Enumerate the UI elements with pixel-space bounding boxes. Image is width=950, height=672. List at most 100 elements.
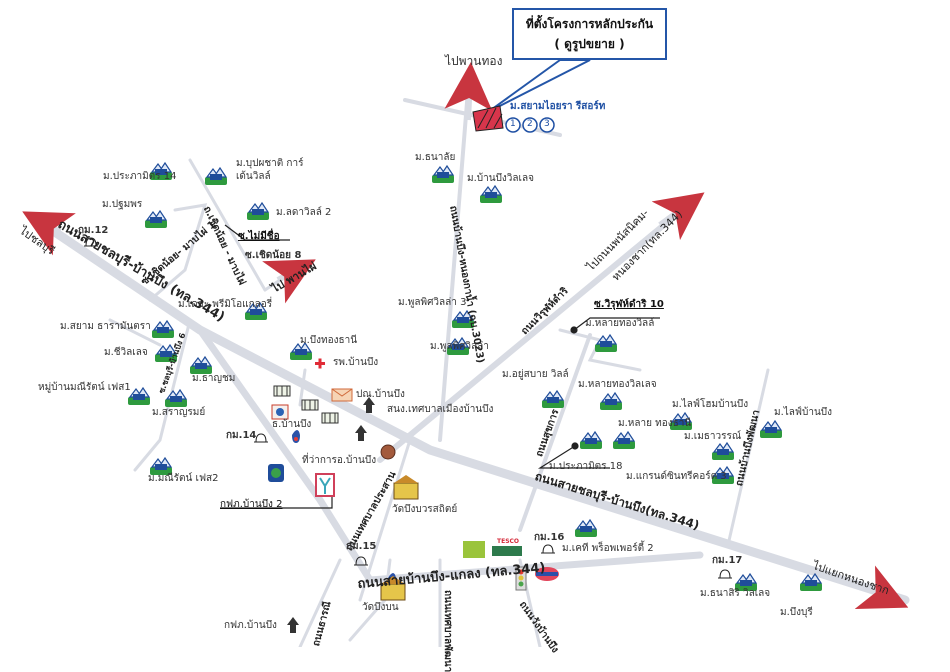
tesco-lotus-icon[interactable]: TESCO: [463, 538, 522, 558]
project-marker-3[interactable]: [539, 117, 555, 133]
temple-icon[interactable]: [380, 576, 406, 601]
road-soi-west: [108, 318, 162, 347]
house-icon[interactable]: [670, 411, 693, 430]
road-sukkharat: [518, 333, 592, 532]
village-label: ม.เมธาวรรณ์: [684, 431, 742, 442]
km-15-label: กม.15: [346, 541, 377, 552]
garuda-icon[interactable]: [363, 397, 375, 413]
village-icons: [128, 161, 823, 591]
house-icon[interactable]: [245, 301, 268, 320]
village-label: ม.ไลฟ์บ้านบึง: [774, 407, 833, 418]
bank-logo-icon[interactable]: [271, 404, 289, 420]
arrow-west-chonburi: [22, 211, 76, 256]
km-post-icon: [84, 237, 98, 247]
house-icon[interactable]: [580, 430, 603, 449]
road-hospital-soi: [298, 368, 307, 407]
project-marker-1-label: 1: [510, 119, 516, 129]
village-label: ม.มณีรัตน์ เฟส2: [148, 473, 219, 484]
gas-station-icon[interactable]: [292, 430, 300, 443]
village-label: ม.พูลพิศวิลล่า: [430, 341, 489, 352]
temple-icon[interactable]: [393, 475, 419, 500]
village-label: ม.เคที พร็อพเพอร์ตี้ 2: [562, 543, 654, 554]
house-icon[interactable]: [613, 430, 636, 449]
house-icon[interactable]: [290, 341, 313, 360]
project-site: [472, 105, 555, 133]
village-label: ม.ปฐมพร: [102, 199, 143, 210]
house-icon[interactable]: [712, 441, 735, 460]
road-to-panthong: [438, 88, 470, 442]
project-callout: ที่ตั้งโครงการหลักประกัน ( ดูรูปขยาย ): [512, 8, 667, 60]
landmark-label-hospital: รพ.บ้านบึง: [333, 357, 379, 368]
road-chonburi-banbueng: [35, 217, 910, 605]
bank-icon[interactable]: [301, 399, 319, 411]
house-icon[interactable]: [800, 572, 823, 591]
house-icon[interactable]: [595, 333, 618, 352]
callout-subtitle: ( ดูรูปขยาย ): [554, 37, 625, 51]
svg-text:TESCO: TESCO: [497, 538, 519, 545]
road-label-thetsaban-pattana: ถนนเทศบาลพัฒนา: [442, 590, 453, 672]
landmark-icons: TESCO: [84, 237, 732, 633]
callout-pointer: [487, 59, 591, 113]
project-marker-1[interactable]: [505, 117, 521, 133]
house-icon[interactable]: [480, 184, 503, 203]
roundabout-icon[interactable]: [380, 444, 396, 460]
project-marker-2[interactable]: [522, 117, 538, 133]
house-icon[interactable]: [247, 201, 270, 220]
house-icon[interactable]: [190, 355, 213, 374]
village-label: ม.ประภามิตร 18: [549, 461, 623, 472]
house-icon[interactable]: [542, 389, 565, 408]
garuda-icon[interactable]: [355, 425, 367, 441]
post-office-icon[interactable]: [331, 388, 353, 402]
house-icon[interactable]: [152, 319, 175, 338]
road-uthai: [298, 558, 342, 647]
pea-icon[interactable]: [315, 473, 335, 497]
house-icon[interactable]: [128, 386, 151, 405]
house-icon[interactable]: [452, 309, 475, 328]
village-label: ม.แกรนด์ซินทรีคอร์ต 3: [626, 471, 727, 482]
house-icon[interactable]: [760, 419, 783, 438]
village-label: ม.หลายทองวิลเลจ: [578, 379, 657, 390]
house-icon[interactable]: [145, 209, 168, 228]
landmark-label-post-office: ปณ.บ้านบึง: [356, 389, 405, 400]
village-label: ม.พูลพิศวิลล่า 3: [398, 297, 467, 308]
village-label: ม.หลายทองวิลล์: [585, 318, 655, 329]
callout-title: ที่ตั้งโครงการหลักประกัน: [525, 17, 654, 31]
village-label: ม.อยู่สบาย วิลล์: [502, 369, 569, 380]
arrow-mabphai: [262, 259, 316, 304]
house-icon[interactable]: [575, 518, 598, 537]
village-label: ม.บึงทองธานี: [300, 335, 358, 346]
house-icon[interactable]: [447, 336, 470, 355]
house-icon[interactable]: [155, 343, 178, 362]
house-icon[interactable]: [205, 166, 228, 185]
km-16-label: กม.16: [534, 532, 565, 543]
km-post-icon: [254, 433, 268, 443]
village-label: ม.ธนาสิริ วิลเลจ: [700, 588, 771, 599]
house-icon[interactable]: [150, 456, 173, 475]
garuda-icon[interactable]: [287, 617, 299, 633]
village-label: ม.บุปผชาติ การ์เด้นวิลล์: [236, 158, 304, 182]
landmark-label-municipality: สนง.เทศบาลเมืองบ้านบึง: [387, 404, 494, 415]
bank-icon[interactable]: [321, 412, 339, 424]
traffic-light-icon[interactable]: [515, 566, 527, 591]
house-icon[interactable]: [735, 572, 758, 591]
house-icon[interactable]: [165, 388, 188, 407]
house-icon[interactable]: [712, 465, 735, 484]
direction-panthong: ไปพานทอง: [445, 54, 503, 68]
hospital-icon[interactable]: [315, 358, 325, 369]
village-label: ม.สราญรมย์: [152, 407, 206, 418]
road-banbueng-klaeng: [196, 326, 704, 584]
village-label: ม.บ้านบึงวิลเลจ: [467, 173, 534, 184]
bank-icon[interactable]: [273, 385, 291, 397]
road-choennoi-1: [148, 203, 208, 302]
village-label: ม.สยาม ธารามันตรา: [60, 321, 151, 332]
leader-lines: [220, 224, 660, 509]
house-icon[interactable]: [432, 164, 455, 183]
project-label[interactable]: ม.สยามไอยรา รีสอร์ท: [510, 101, 606, 112]
village-label: ม.ธนาลัย: [415, 152, 456, 163]
landmark-label-bank: ธ.บ้านบึง: [272, 419, 312, 430]
pttg-icon[interactable]: [268, 464, 284, 482]
house-icon[interactable]: [600, 391, 623, 410]
nissan-icon[interactable]: [535, 567, 559, 581]
village-label: ม.ไลฟ์โฮมบ้านบึง: [672, 399, 749, 410]
house-icon[interactable]: [150, 161, 173, 180]
